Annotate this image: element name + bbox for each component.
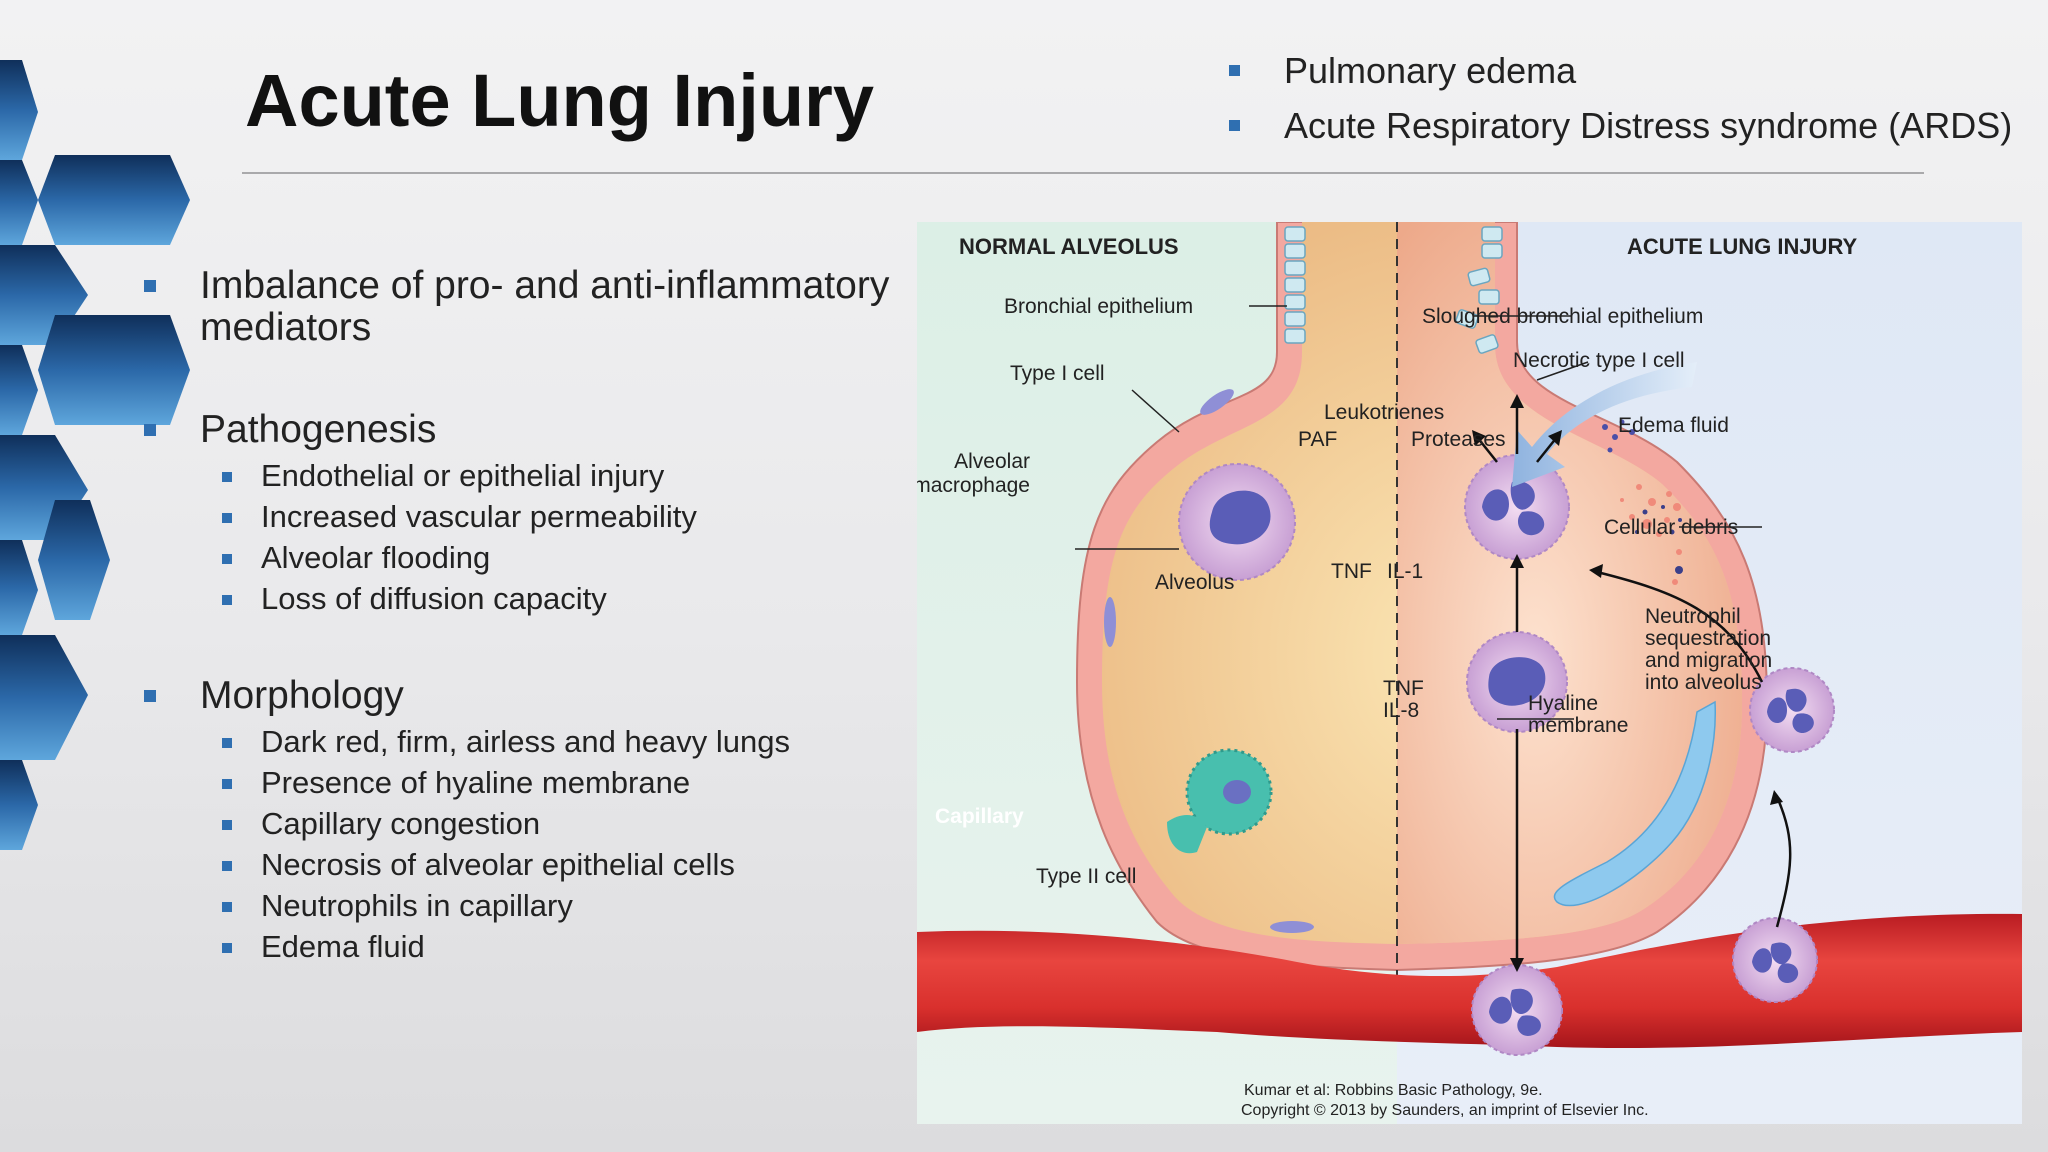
list-item: Presence of hyaline membrane bbox=[222, 765, 691, 801]
section-heading-text: Pathogenesis bbox=[200, 408, 437, 451]
label-and-migration: and migration bbox=[1645, 649, 1772, 672]
bullet-icon bbox=[222, 513, 232, 523]
list-item: Neutrophils in capillary bbox=[222, 888, 573, 924]
figure-copyright: Copyright © 2013 by Saunders, an imprint… bbox=[1241, 1102, 1649, 1119]
list-item-text: Presence of hyaline membrane bbox=[261, 765, 691, 800]
list-item-text: Neutrophils in capillary bbox=[261, 888, 573, 923]
bullet-icon bbox=[222, 820, 232, 830]
list-item-text: Loss of diffusion capacity bbox=[261, 581, 607, 616]
label-neutrophil: Neutrophil bbox=[1645, 605, 1741, 628]
list-item-text: Alveolar flooding bbox=[261, 540, 491, 575]
label-capillary: Capillary bbox=[935, 805, 1024, 828]
label-macrophage: macrophage bbox=[917, 474, 1030, 497]
list-item: Dark red, firm, airless and heavy lungs bbox=[222, 724, 790, 760]
top-bullet-text: Acute Respiratory Distress syndrome (ARD… bbox=[1284, 105, 2013, 146]
figure-credit: Kumar et al: Robbins Basic Pathology, 9e… bbox=[1244, 1082, 1543, 1099]
label-il1: IL-1 bbox=[1387, 560, 1423, 583]
label-necrotic-type-i-cell: Necrotic type I cell bbox=[1513, 349, 1685, 372]
label-membrane: membrane bbox=[1528, 714, 1628, 737]
bullet-icon bbox=[222, 554, 232, 564]
list-item: Endothelial or epithelial injury bbox=[222, 458, 665, 494]
label-tnf-2: TNF bbox=[1383, 677, 1424, 700]
section-heading: Imbalance of pro- and anti-inflammatory bbox=[144, 264, 890, 308]
label-il8: IL-8 bbox=[1383, 699, 1419, 722]
bullet-icon bbox=[222, 738, 232, 748]
bullet-icon bbox=[222, 472, 232, 482]
section-heading-text: Imbalance of pro- and anti-inflammatory bbox=[200, 264, 890, 307]
label-normal-alveolus: NORMAL ALVEOLUS bbox=[959, 234, 1179, 259]
bullet-icon bbox=[222, 861, 232, 871]
label-alveolus: Alveolus bbox=[1155, 571, 1234, 594]
label-bronchial-epithelium: Bronchial epithelium bbox=[1004, 295, 1193, 318]
top-bullet-text: Pulmonary edema bbox=[1284, 50, 1577, 91]
list-item: Edema fluid bbox=[222, 929, 425, 965]
hexagon-decoration bbox=[0, 60, 190, 850]
section-heading-text: Morphology bbox=[200, 674, 404, 717]
label-sequestration: sequestration bbox=[1645, 627, 1771, 650]
label-tnf: TNF bbox=[1331, 560, 1372, 583]
bullet-icon bbox=[222, 943, 232, 953]
slide-title: Acute Lung Injury bbox=[245, 59, 874, 142]
label-type-i-cell: Type I cell bbox=[1010, 362, 1105, 385]
section-heading: Morphology bbox=[144, 674, 404, 718]
label-type-ii-cell: Type II cell bbox=[1036, 865, 1136, 888]
list-item: Capillary congestion bbox=[222, 806, 541, 842]
list-item-text: Necrosis of alveolar epithelial cells bbox=[261, 847, 735, 882]
list-item-text: Increased vascular permeability bbox=[261, 499, 697, 534]
top-bullet: Acute Respiratory Distress syndrome (ARD… bbox=[1229, 105, 2013, 147]
list-item: Increased vascular permeability bbox=[222, 499, 697, 535]
label-alveolar: Alveolar bbox=[954, 450, 1030, 473]
bullet-icon bbox=[144, 424, 156, 436]
label-into-alveolus: into alveolus bbox=[1645, 671, 1762, 694]
bullet-icon bbox=[222, 595, 232, 605]
section-heading: Pathogenesis bbox=[144, 408, 437, 452]
bullet-icon bbox=[144, 280, 156, 292]
list-item: Loss of diffusion capacity bbox=[222, 581, 607, 617]
list-item: Alveolar flooding bbox=[222, 540, 491, 576]
section-heading-continued: mediators bbox=[200, 306, 372, 349]
label-leukotrienes: Leukotrienes bbox=[1324, 401, 1444, 424]
label-hyaline: Hyaline bbox=[1528, 692, 1598, 715]
alveolus-diagram: NORMAL ALVEOLUS ACUTE LUNG INJURY Bronch… bbox=[917, 222, 2022, 1124]
bullet-icon bbox=[144, 690, 156, 702]
bullet-icon bbox=[1229, 120, 1240, 131]
list-item-text: Capillary congestion bbox=[261, 806, 541, 841]
label-acute-lung-injury: ACUTE LUNG INJURY bbox=[1627, 234, 1858, 259]
label-edema-fluid: Edema fluid bbox=[1618, 414, 1729, 437]
bullet-icon bbox=[222, 902, 232, 912]
label-paf: PAF bbox=[1298, 428, 1337, 451]
title-divider bbox=[242, 172, 1924, 174]
list-item-text: Dark red, firm, airless and heavy lungs bbox=[261, 724, 790, 759]
label-proteases: Proteases bbox=[1411, 428, 1506, 451]
label-cellular-debris: Cellular debris bbox=[1604, 516, 1738, 539]
bullet-icon bbox=[222, 779, 232, 789]
label-sloughed-epithelium: Sloughed bronchial epithelium bbox=[1422, 305, 1703, 328]
bullet-icon bbox=[1229, 65, 1240, 76]
list-item: Necrosis of alveolar epithelial cells bbox=[222, 847, 735, 883]
list-item-text: Endothelial or epithelial injury bbox=[261, 458, 665, 493]
top-bullet: Pulmonary edema bbox=[1229, 50, 1577, 92]
list-item-text: Edema fluid bbox=[261, 929, 425, 964]
